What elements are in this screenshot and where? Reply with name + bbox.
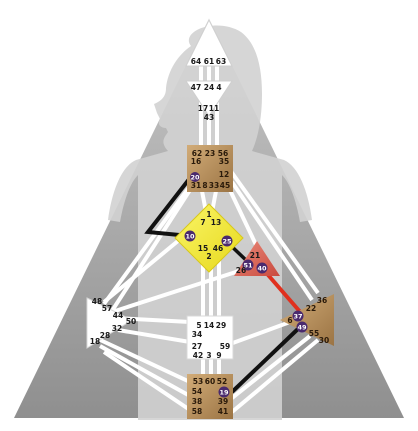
gate-54: 54: [192, 387, 202, 396]
gate-37: 37: [293, 313, 302, 321]
gate-62: 62: [192, 149, 202, 158]
spleen-center: [86, 297, 134, 349]
gate-5: 5: [196, 321, 201, 330]
channel-black-19-49: [230, 325, 302, 394]
gate-53: 53: [193, 377, 203, 386]
gate-6: 6: [287, 316, 292, 325]
gate-13: 13: [211, 218, 221, 227]
gate-45: 45: [220, 181, 230, 190]
gate-58: 58: [192, 407, 202, 416]
gate-38: 38: [192, 397, 202, 406]
gate-marker-20: [190, 172, 200, 182]
gate-32: 32: [112, 324, 122, 333]
ajna-center: [185, 80, 233, 117]
gate-21: 21: [250, 251, 260, 260]
gate-marker-19: [218, 386, 230, 398]
gate-15: 15: [198, 244, 208, 253]
sacral-center: [186, 315, 234, 360]
throat-center: [187, 145, 233, 192]
gate-7: 7: [200, 218, 205, 227]
gate-44: 44: [113, 311, 123, 320]
gate-23: 23: [205, 149, 215, 158]
gate-64: 64: [191, 57, 201, 66]
gate-marker-37: [292, 310, 304, 322]
gate-10: 10: [185, 233, 195, 241]
gate-39: 39: [218, 397, 228, 406]
gate-34: 34: [192, 330, 202, 339]
gate-1: 1: [206, 210, 211, 219]
gate-4: 4: [216, 83, 221, 92]
gate-26: 26: [236, 266, 246, 275]
gate-marker-10: [184, 230, 196, 242]
solar-plexus-center: [280, 294, 334, 346]
gate-43: 43: [204, 113, 214, 122]
gate-47: 47: [191, 83, 201, 92]
gate-35: 35: [219, 157, 229, 166]
gate-61: 61: [204, 57, 214, 66]
gate-25: 25: [222, 238, 232, 246]
gate-16: 16: [191, 157, 201, 166]
channel-black-20-10: [144, 176, 192, 238]
gate-29: 29: [216, 321, 226, 330]
gate-11: 11: [209, 104, 219, 113]
gate-12: 12: [219, 170, 229, 179]
gate-31: 31: [191, 181, 201, 190]
gate-46: 46: [213, 244, 223, 253]
gate-59: 59: [220, 342, 230, 351]
gate-56: 56: [218, 149, 228, 158]
gate-marker-40: [256, 262, 268, 274]
gate-19: 19: [219, 389, 229, 397]
gate-27: 27: [192, 342, 202, 351]
gate-50: 50: [126, 317, 136, 326]
gate-14: 14: [204, 321, 214, 330]
gate-42: 42: [193, 351, 203, 360]
head-center: [185, 18, 233, 67]
gate-2: 2: [206, 252, 211, 261]
gate-marker-49: [296, 321, 308, 333]
gate-57: 57: [102, 304, 112, 313]
gate-9: 9: [216, 351, 221, 360]
gate-55: 55: [309, 329, 319, 338]
gate-marker-51: [242, 259, 254, 271]
gate-22: 22: [306, 304, 316, 313]
gate-17: 17: [198, 104, 208, 113]
gate-20: 20: [190, 174, 200, 182]
g-center: [174, 203, 244, 273]
gate-41: 41: [218, 407, 228, 416]
gate-18: 18: [90, 337, 100, 346]
gate-3: 3: [206, 351, 211, 360]
gate-36: 36: [317, 296, 327, 305]
gate-33: 33: [209, 181, 219, 190]
gate-52: 52: [217, 377, 227, 386]
gate-28: 28: [100, 331, 110, 340]
gate-marker-25: [221, 235, 233, 247]
gate-51: 51: [243, 262, 253, 270]
gate-24: 24: [204, 83, 214, 92]
gate-48: 48: [92, 297, 102, 306]
gate-49: 49: [297, 324, 307, 332]
gate-30: 30: [319, 336, 329, 345]
gate-8: 8: [202, 181, 207, 190]
gate-63: 63: [216, 57, 226, 66]
gate-60: 60: [205, 377, 215, 386]
gate-40: 40: [257, 265, 267, 273]
